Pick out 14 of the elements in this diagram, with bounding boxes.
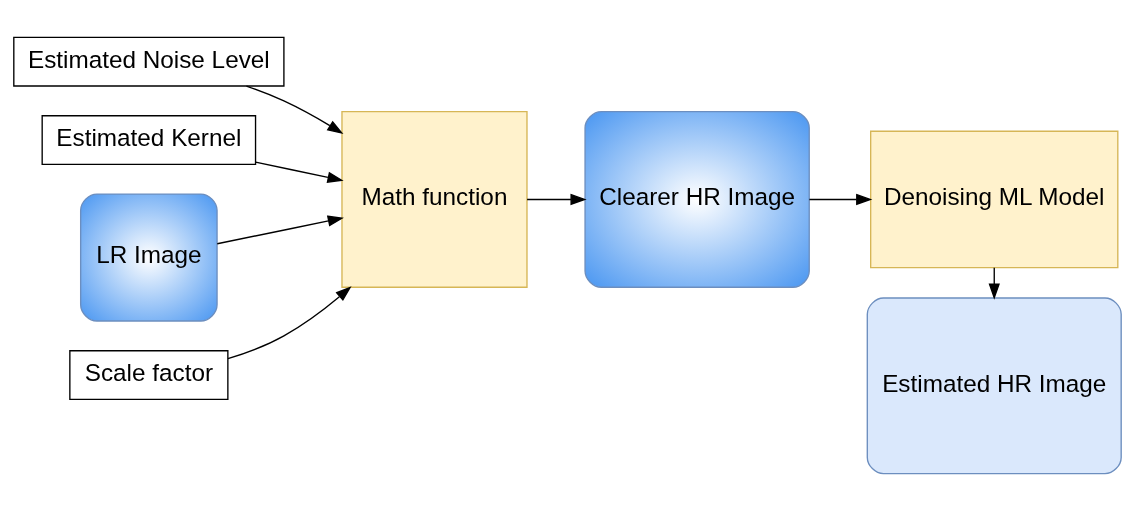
node-box: Scale factor	[69, 350, 229, 400]
node-box: Estimated Noise Level	[13, 36, 285, 87]
node-box: Math function	[341, 111, 528, 288]
arrow	[227, 286, 352, 360]
arrow	[216, 215, 344, 245]
arrow	[245, 85, 344, 134]
arrow	[808, 193, 873, 206]
node-box: Denoising ML Model	[870, 130, 1119, 269]
node-box: Estimated HR Image	[866, 297, 1122, 475]
node-box: Clearer HR Image	[584, 111, 810, 288]
node-box: Estimated Kernel	[41, 115, 257, 165]
node-box: LR Image	[80, 193, 218, 322]
arrow	[254, 161, 344, 183]
arrow	[526, 193, 587, 206]
